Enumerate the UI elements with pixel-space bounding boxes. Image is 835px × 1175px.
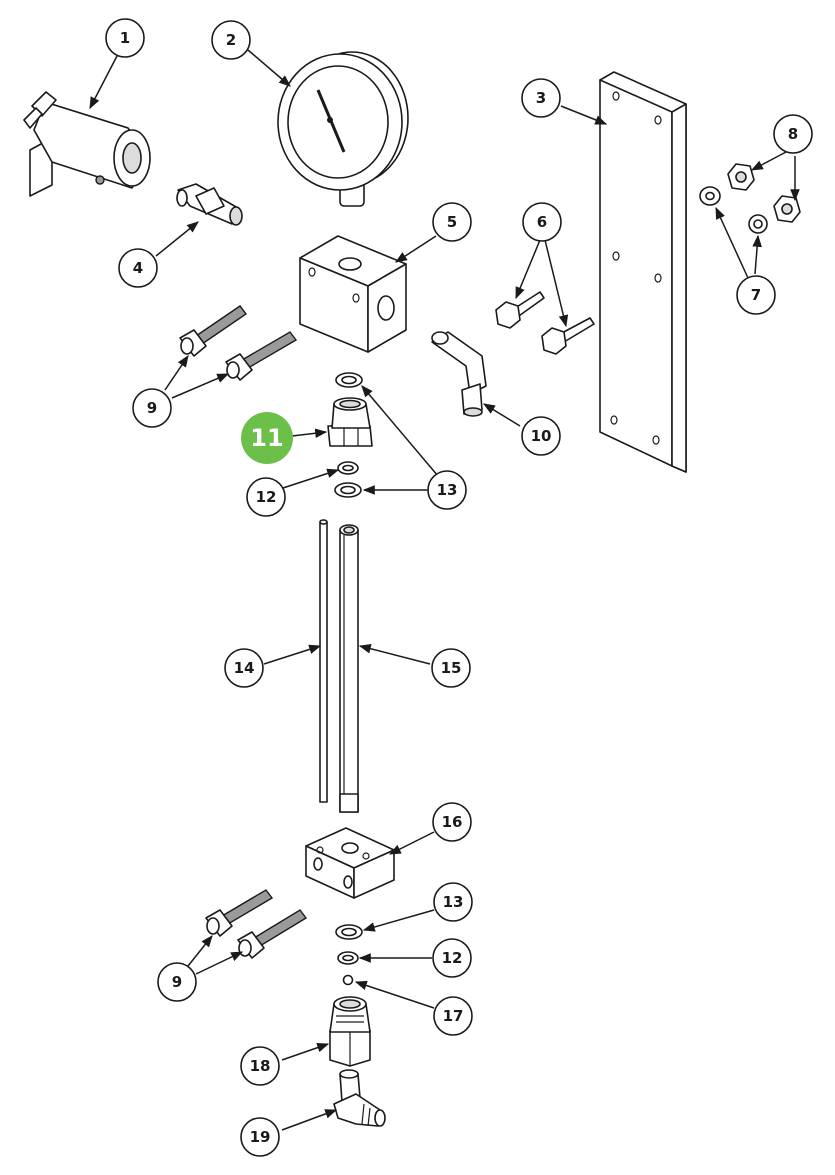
callout-9-upper-label: 9 bbox=[147, 399, 157, 417]
part-7-washers bbox=[699, 186, 768, 234]
leader-lines bbox=[89, 49, 800, 1131]
part-15-tube bbox=[339, 524, 359, 813]
part-2-pressure-gauge bbox=[277, 51, 409, 207]
part-12-o-ring-lower bbox=[337, 951, 359, 965]
leader-5 bbox=[394, 235, 437, 263]
part-9-cap-screws-lower bbox=[205, 889, 308, 959]
leader-13a bbox=[361, 385, 439, 477]
callout-12-upper-label: 12 bbox=[256, 488, 277, 506]
callout-9-lower-label: 9 bbox=[172, 973, 182, 991]
leader-6b bbox=[544, 239, 569, 328]
callout-4-label: 4 bbox=[133, 259, 143, 277]
callout-15: 15 bbox=[431, 648, 471, 688]
part-10-elbow-fitting bbox=[431, 331, 487, 417]
part-17-ball bbox=[342, 974, 354, 986]
leader-3 bbox=[560, 105, 608, 125]
leader-9a bbox=[164, 355, 189, 391]
callout-19: 19 bbox=[240, 1117, 280, 1157]
part-13-o-ring-upper-b bbox=[334, 482, 362, 498]
leader-19 bbox=[281, 1109, 338, 1131]
part-6-hex-bolts bbox=[495, 291, 595, 355]
callout-9-lower: 9 bbox=[157, 962, 197, 1002]
part-16-lower-block bbox=[305, 827, 395, 899]
leader-6a bbox=[515, 239, 541, 300]
part-4-adapter-fitting bbox=[176, 183, 243, 226]
callout-10-label: 10 bbox=[531, 427, 552, 445]
callout-12-lower-label: 12 bbox=[442, 949, 463, 967]
callout-5-label: 5 bbox=[447, 213, 457, 231]
callout-9-upper: 9 bbox=[132, 388, 172, 428]
callout-7: 7 bbox=[736, 275, 776, 315]
callout-18: 18 bbox=[240, 1046, 280, 1086]
leader-16 bbox=[388, 831, 435, 855]
leader-9b bbox=[171, 373, 230, 399]
leader-14 bbox=[263, 644, 322, 665]
callout-2-label: 2 bbox=[226, 31, 236, 49]
callout-11-label: 11 bbox=[250, 424, 283, 452]
callout-10: 10 bbox=[521, 416, 561, 456]
part-1-pressure-switch bbox=[23, 91, 151, 197]
part-8-hex-nuts bbox=[727, 163, 801, 223]
callout-1-label: 1 bbox=[120, 29, 130, 47]
callout-13-lower-label: 13 bbox=[443, 893, 464, 911]
callout-12-upper: 12 bbox=[246, 477, 286, 517]
callout-18-label: 18 bbox=[250, 1057, 271, 1075]
leader-9c bbox=[187, 935, 213, 967]
leader-17 bbox=[354, 980, 435, 1009]
part-18-lower-fitting bbox=[329, 996, 371, 1067]
part-12-o-ring-upper bbox=[337, 461, 359, 475]
callout-17: 17 bbox=[433, 996, 473, 1036]
callout-16: 16 bbox=[432, 802, 472, 842]
callout-12-lower: 12 bbox=[432, 938, 472, 978]
leader-7a bbox=[715, 206, 749, 279]
leader-9d bbox=[195, 951, 244, 975]
callout-14-label: 14 bbox=[234, 659, 255, 677]
part-9-cap-screws-upper bbox=[179, 305, 298, 381]
callout-11-highlighted: 11 bbox=[241, 412, 293, 464]
leader-1 bbox=[89, 55, 118, 110]
part-14-rod bbox=[319, 519, 328, 803]
callout-6: 6 bbox=[522, 202, 562, 242]
leader-13c bbox=[362, 909, 435, 932]
part-5-manifold-block bbox=[299, 235, 407, 353]
leader-8a bbox=[750, 151, 787, 171]
callout-6-label: 6 bbox=[537, 213, 547, 231]
callout-15-label: 15 bbox=[441, 659, 462, 677]
leader-4 bbox=[155, 221, 199, 257]
part-19-elbow bbox=[333, 1069, 386, 1127]
callout-3: 3 bbox=[521, 78, 561, 118]
callout-1: 1 bbox=[105, 18, 145, 58]
callout-13-lower: 13 bbox=[433, 882, 473, 922]
callout-16-label: 16 bbox=[442, 813, 463, 831]
callout-19-label: 19 bbox=[250, 1128, 271, 1146]
callout-13-upper-label: 13 bbox=[437, 481, 458, 499]
callout-2: 2 bbox=[211, 20, 251, 60]
callout-17-label: 17 bbox=[443, 1007, 464, 1025]
leader-18 bbox=[281, 1043, 330, 1061]
callout-3-label: 3 bbox=[536, 89, 546, 107]
leader-2 bbox=[247, 49, 291, 87]
leader-12a bbox=[282, 468, 340, 489]
leader-15 bbox=[358, 644, 431, 665]
callout-8-label: 8 bbox=[788, 125, 798, 143]
leader-10 bbox=[482, 403, 521, 427]
callout-4: 4 bbox=[118, 248, 158, 288]
part-13-o-ring-lower bbox=[335, 924, 363, 940]
leader-7b bbox=[752, 234, 762, 275]
callout-13-upper: 13 bbox=[427, 470, 467, 510]
callout-5: 5 bbox=[432, 202, 472, 242]
callout-14: 14 bbox=[224, 648, 264, 688]
part-13-o-ring-upper-a bbox=[335, 372, 363, 388]
part-3-mounting-plate bbox=[599, 71, 687, 473]
part-11-fitting bbox=[327, 397, 373, 447]
leader-11 bbox=[291, 428, 328, 439]
callout-7-label: 7 bbox=[751, 286, 761, 304]
callout-8: 8 bbox=[773, 114, 813, 154]
